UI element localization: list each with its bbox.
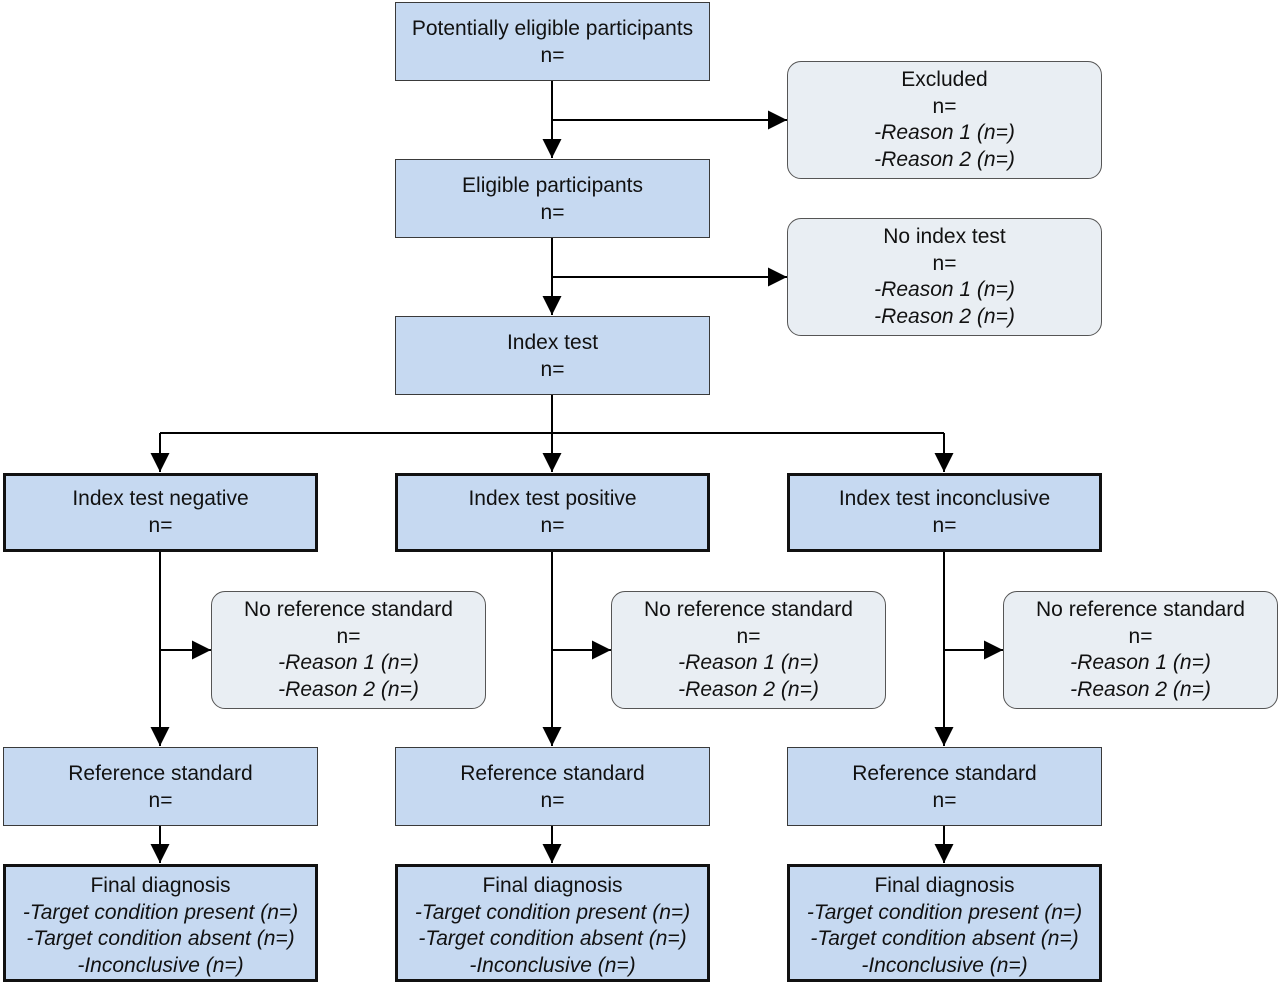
no-ref-title: No reference standard bbox=[644, 598, 853, 621]
final-present: -Target condition present (n=) bbox=[22, 900, 299, 924]
potential-box: Potentially eligible participants n= bbox=[395, 2, 710, 81]
index-test-title: Index test bbox=[506, 331, 599, 354]
excluded-title: Excluded bbox=[901, 68, 988, 91]
excluded-reason-2: -Reason 2 (n=) bbox=[874, 147, 1015, 171]
no-ref-box-positive: No reference standard n= -Reason 1 (n=) … bbox=[611, 591, 886, 709]
no-ref-reason-2: -Reason 2 (n=) bbox=[678, 677, 819, 701]
no-ref-box-negative: No reference standard n= -Reason 1 (n=) … bbox=[211, 591, 486, 709]
index-negative-box: Index test negative n= bbox=[3, 473, 318, 552]
no-ref-reason-1: -Reason 1 (n=) bbox=[1070, 651, 1211, 674]
no-ref-reason-1: -Reason 1 (n=) bbox=[278, 651, 419, 674]
potential-title: Potentially eligible participants bbox=[411, 17, 694, 40]
eligible-n: n= bbox=[540, 200, 565, 224]
final-title: Final diagnosis bbox=[90, 874, 231, 897]
final-box-inconclusive: Final diagnosis -Target condition presen… bbox=[787, 864, 1102, 982]
index-positive-box: Index test positive n= bbox=[395, 473, 710, 552]
branch-title: Index test negative bbox=[72, 487, 249, 510]
branch-n: n= bbox=[932, 513, 957, 537]
no-ref-reason-2: -Reason 2 (n=) bbox=[278, 677, 419, 701]
final-inconclusive: -Inconclusive (n=) bbox=[77, 953, 244, 977]
no-index-reason-1: -Reason 1 (n=) bbox=[874, 278, 1015, 301]
ref-n: n= bbox=[148, 788, 173, 812]
eligible-title: Eligible participants bbox=[462, 174, 643, 197]
no-ref-box-inconclusive: No reference standard n= -Reason 1 (n=) … bbox=[1003, 591, 1278, 709]
final-title: Final diagnosis bbox=[482, 874, 623, 897]
ref-n: n= bbox=[932, 788, 957, 812]
excluded-reason-1: -Reason 1 (n=) bbox=[874, 121, 1015, 144]
final-absent: -Target condition absent (n=) bbox=[418, 927, 687, 950]
final-present: -Target condition present (n=) bbox=[414, 900, 691, 924]
ref-n: n= bbox=[540, 788, 565, 812]
no-ref-n: n= bbox=[1128, 624, 1153, 648]
branch-title: Index test inconclusive bbox=[838, 487, 1051, 510]
index-inconclusive-box: Index test inconclusive n= bbox=[787, 473, 1102, 552]
no-ref-n: n= bbox=[336, 624, 361, 648]
index-test-box: Index test n= bbox=[395, 316, 710, 395]
potential-n: n= bbox=[540, 43, 565, 67]
final-absent: -Target condition absent (n=) bbox=[810, 927, 1079, 950]
index-test-n: n= bbox=[540, 357, 565, 381]
ref-box-inconclusive: Reference standard n= bbox=[787, 747, 1102, 826]
branch-n: n= bbox=[540, 513, 565, 537]
final-box-negative: Final diagnosis -Target condition presen… bbox=[3, 864, 318, 982]
no-ref-title: No reference standard bbox=[244, 598, 453, 621]
excluded-box: Excluded n= -Reason 1 (n=) -Reason 2 (n=… bbox=[787, 61, 1102, 179]
no-ref-title: No reference standard bbox=[1036, 598, 1245, 621]
no-index-n: n= bbox=[932, 251, 957, 275]
ref-title: Reference standard bbox=[460, 762, 645, 785]
ref-box-negative: Reference standard n= bbox=[3, 747, 318, 826]
no-ref-reason-1: -Reason 1 (n=) bbox=[678, 651, 819, 674]
ref-box-positive: Reference standard n= bbox=[395, 747, 710, 826]
final-title: Final diagnosis bbox=[874, 874, 1015, 897]
no-ref-reason-2: -Reason 2 (n=) bbox=[1070, 677, 1211, 701]
final-inconclusive: -Inconclusive (n=) bbox=[861, 953, 1028, 977]
no-index-box: No index test n= -Reason 1 (n=) -Reason … bbox=[787, 218, 1102, 336]
branch-title: Index test positive bbox=[468, 487, 637, 510]
no-ref-n: n= bbox=[736, 624, 761, 648]
eligible-box: Eligible participants n= bbox=[395, 159, 710, 238]
final-inconclusive: -Inconclusive (n=) bbox=[469, 953, 636, 977]
ref-title: Reference standard bbox=[68, 762, 253, 785]
no-index-reason-2: -Reason 2 (n=) bbox=[874, 304, 1015, 328]
final-absent: -Target condition absent (n=) bbox=[26, 927, 295, 950]
final-box-positive: Final diagnosis -Target condition presen… bbox=[395, 864, 710, 982]
final-present: -Target condition present (n=) bbox=[806, 900, 1083, 924]
excluded-n: n= bbox=[932, 94, 957, 118]
no-index-title: No index test bbox=[883, 225, 1006, 248]
ref-title: Reference standard bbox=[852, 762, 1037, 785]
branch-n: n= bbox=[148, 513, 173, 537]
